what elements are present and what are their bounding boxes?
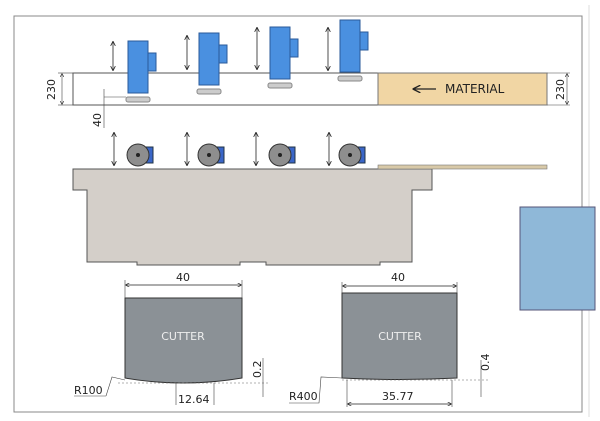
spindle-motor	[187, 32, 228, 95]
cutter-left-chord: 12.64	[178, 393, 210, 406]
roller	[329, 133, 366, 167]
cutter-right: 40 CUTTER R400 0.4 35.77	[289, 271, 492, 407]
workpiece-band	[72, 72, 379, 106]
right-height-dim: 230	[554, 79, 567, 100]
cutter-left: 40 CUTTER R100 0.2 12.64	[74, 271, 270, 406]
material-block	[377, 72, 548, 106]
cutter-left-radius: R100	[74, 384, 103, 397]
left-height-dim: 230	[45, 79, 58, 100]
cutter-left-width-dim: 40	[176, 271, 190, 284]
offset-dim: 40	[91, 113, 104, 127]
feed-plate	[377, 164, 548, 170]
cutter-right-radius: R400	[289, 390, 318, 403]
cutter-left-depth: 0.2	[251, 361, 264, 379]
cutter-right-label: CUTTER	[378, 330, 422, 343]
side-panel	[519, 206, 596, 311]
spindle-motor	[328, 19, 369, 82]
cutter-right-width-dim: 40	[391, 271, 405, 284]
roller	[187, 133, 225, 167]
cutter-left-label: CUTTER	[161, 330, 205, 343]
roller	[256, 133, 296, 167]
cutter-right-chord: 35.77	[382, 390, 414, 403]
machine-table	[72, 168, 433, 266]
material-label: MATERIAL	[445, 82, 505, 96]
cutter-right-depth: 0.4	[479, 354, 492, 372]
spindle-motor	[113, 40, 157, 103]
roller	[114, 133, 154, 167]
spindle-motor	[257, 26, 299, 89]
